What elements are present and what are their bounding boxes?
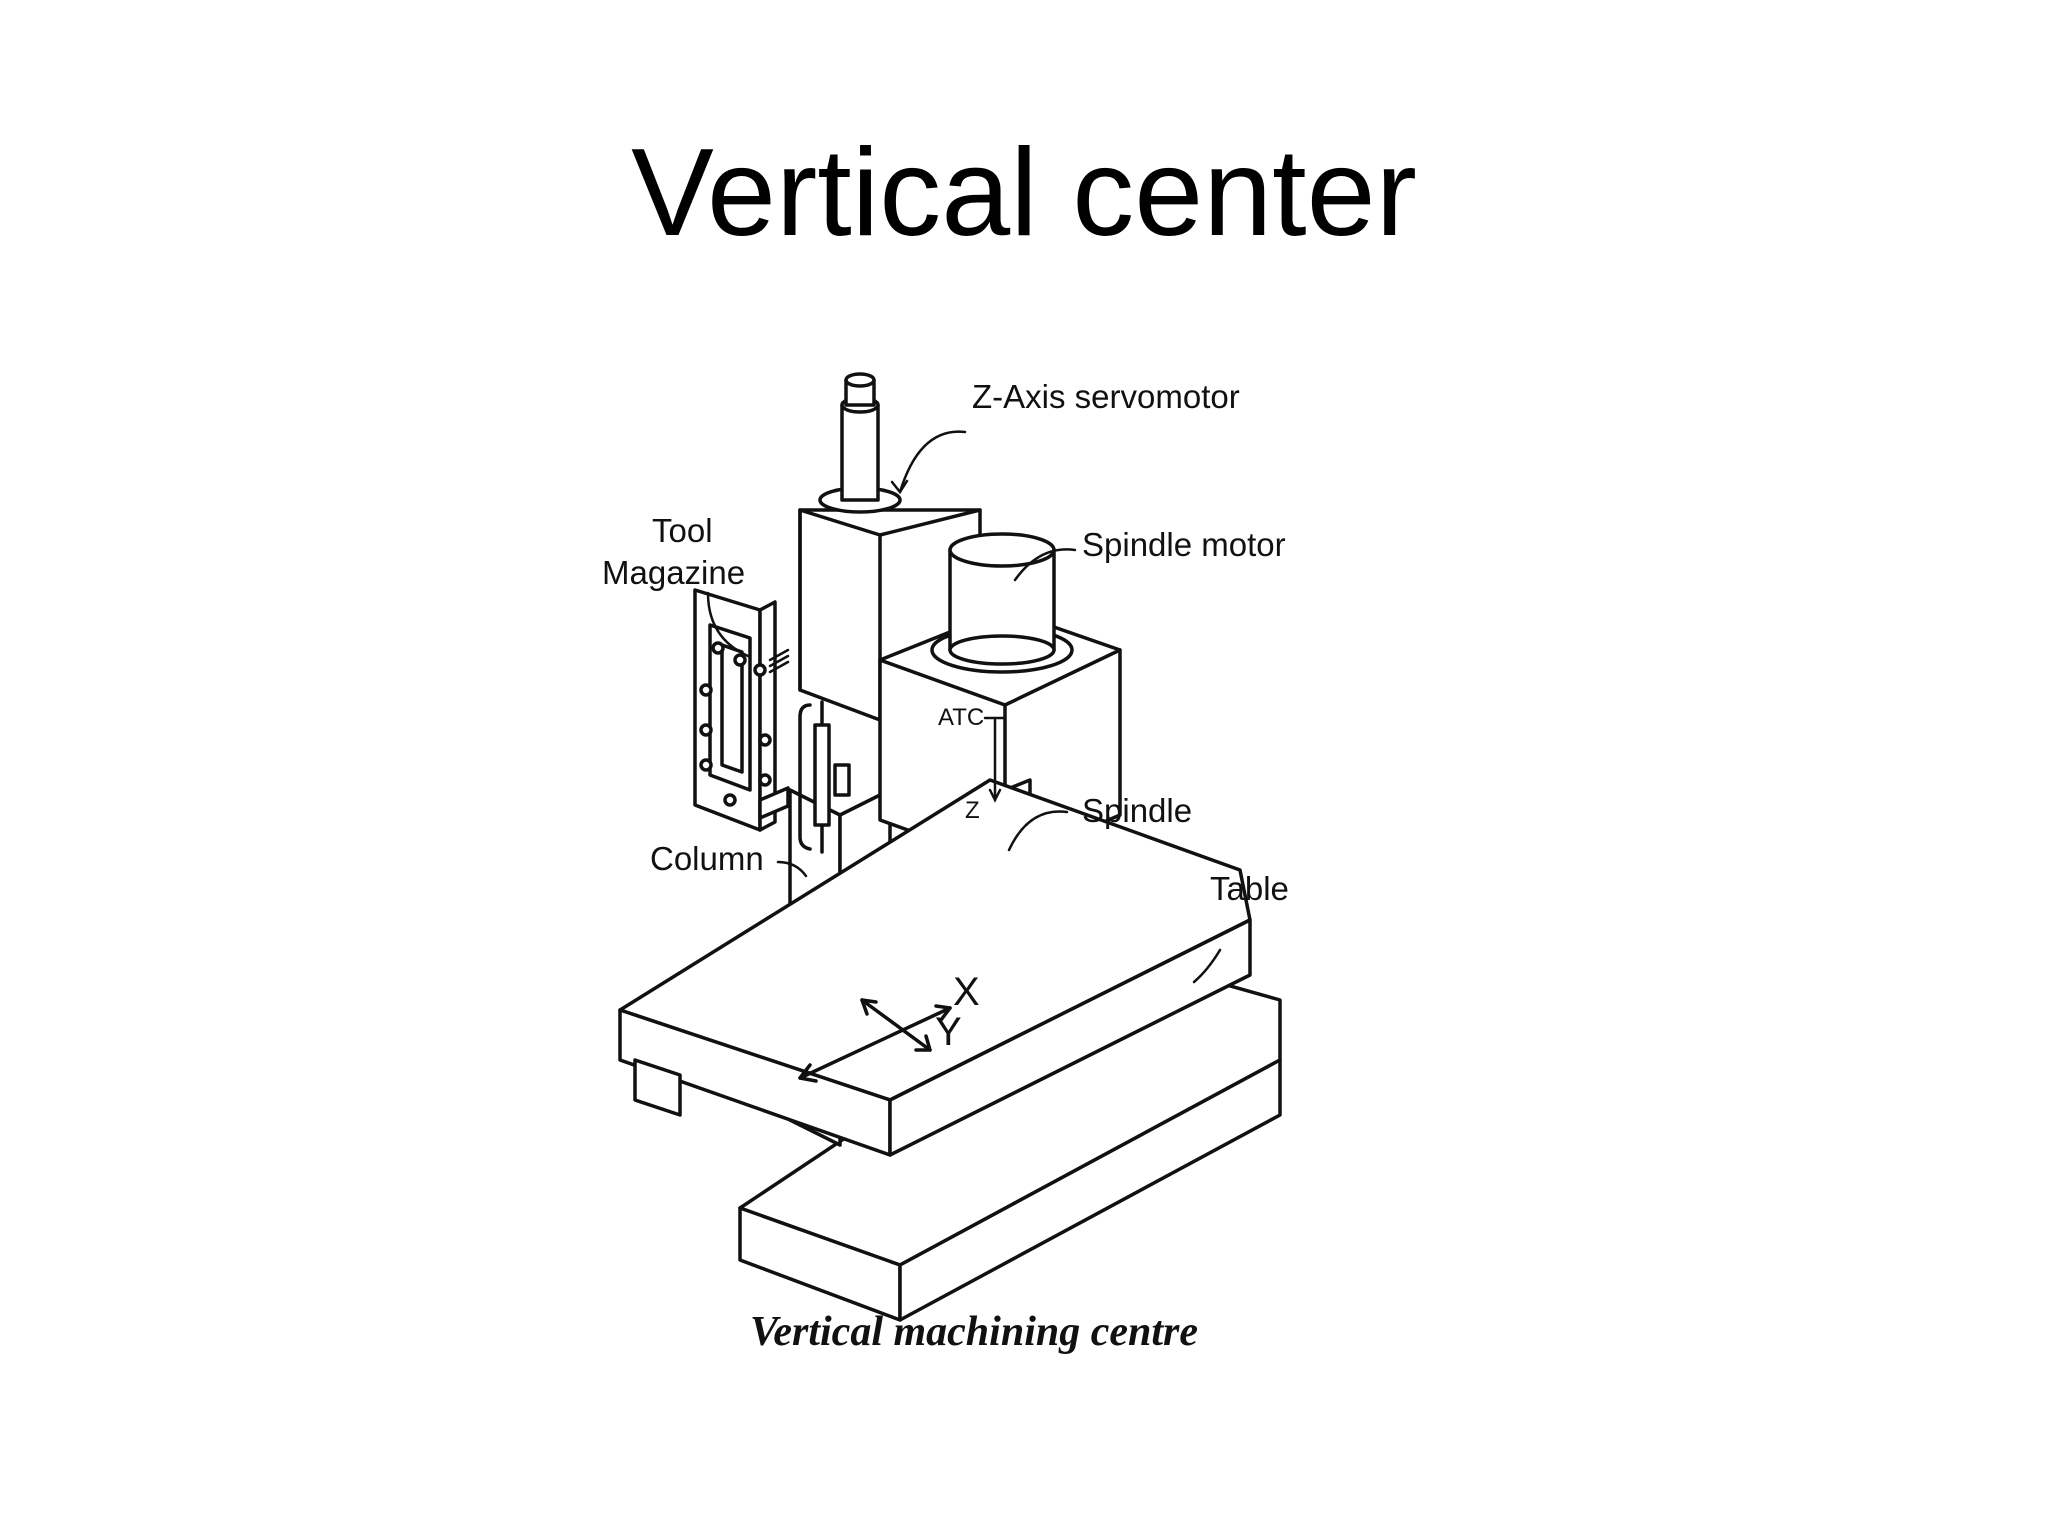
- spindle-motor: [930, 532, 1074, 674]
- z-axis-servomotor: [818, 372, 902, 514]
- slide-title: Vertical center: [631, 124, 1417, 262]
- label-column: Column: [650, 840, 764, 877]
- figure-caption: Vertical machining centre: [750, 1309, 1198, 1355]
- label-z-axis-servomotor: Z-Axis servomotor: [972, 378, 1240, 415]
- x-axis-label: X: [953, 970, 980, 1014]
- atc-arm: [798, 700, 851, 854]
- machine-drawing: X Y Z-Axis servomotor Spindle motor Tool: [602, 372, 1289, 1355]
- y-axis-label: Y: [935, 1010, 962, 1054]
- label-spindle-motor: Spindle motor: [1082, 526, 1286, 563]
- machine-table: [618, 778, 1252, 1157]
- vertical-machining-centre-diagram: X Y Z-Axis servomotor Spindle motor Tool: [560, 360, 1480, 1380]
- label-magazine: Magazine: [602, 554, 745, 591]
- label-spindle: Spindle: [1082, 792, 1192, 829]
- label-table: Table: [1210, 870, 1289, 907]
- tool-magazine: [693, 588, 790, 832]
- leader-lines: [706, 430, 1222, 984]
- machine-base: [738, 953, 1282, 1322]
- label-atc: ATC: [938, 704, 984, 731]
- label-tool: Tool: [652, 512, 713, 549]
- label-z: Z: [965, 797, 980, 824]
- xy-axis-arrows: X Y: [798, 970, 980, 1083]
